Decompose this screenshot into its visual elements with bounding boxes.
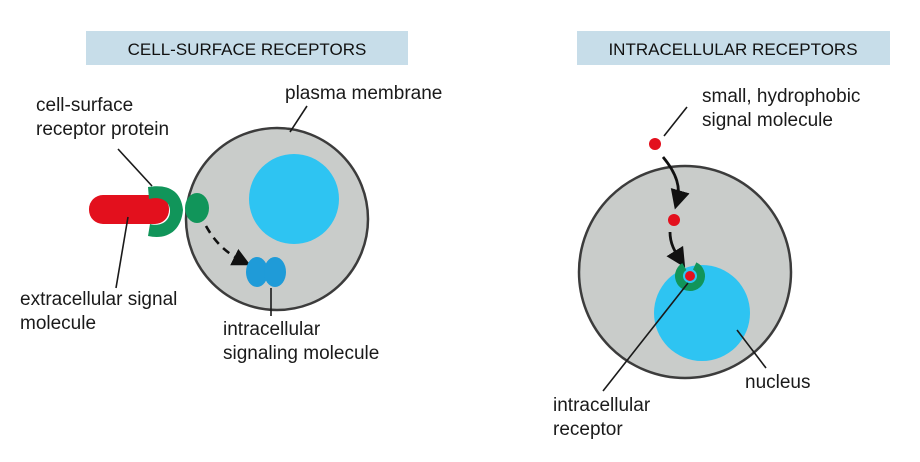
cell-surface-receptor-protein (148, 186, 183, 237)
left-signal-arrow (204, 225, 251, 266)
intracellular-receptor-label-line2: receptor (553, 419, 623, 440)
small-signal-label-line1: small, hydrophobic (702, 86, 860, 107)
right-header-box (577, 31, 890, 65)
small-signal-label-line2: signal molecule (702, 110, 833, 131)
receptor-label-line2: receptor protein (36, 119, 169, 140)
intracellular-receptor-label: intracellular receptor (553, 395, 655, 440)
receptor-label: cell-surface receptor protein (36, 95, 169, 140)
receptor-label-line (117, 148, 153, 187)
receptor-label-line1: cell-surface (36, 95, 133, 116)
left-header-title: CELL-SURFACE RECEPTORS (128, 40, 367, 59)
receptor-intracellular-domain (185, 193, 209, 223)
receptor-label-line-right (602, 282, 689, 392)
signal-label-line1: extracellular signal (20, 289, 177, 310)
intracellular-receptor-label-line1: intracellular (553, 395, 651, 416)
nuclear-arrow (666, 231, 686, 268)
right-panel: INTRACELLULAR RECEPTORS small, hydrophob… (553, 31, 890, 440)
membrane-label-line (289, 105, 308, 133)
signal-label: extracellular signal molecule (20, 289, 183, 334)
nucleus-label-line (736, 329, 767, 369)
small-signal-label-line (663, 106, 688, 137)
signal-label-line (115, 216, 129, 289)
small-signal-label: small, hydrophobic signal molecule (702, 86, 866, 131)
extracellular-signal-molecule (89, 195, 169, 224)
right-nucleus (654, 265, 750, 361)
nucleus-label: nucleus (745, 372, 811, 393)
signal-molecule-outside (649, 138, 661, 150)
left-nucleus (249, 154, 339, 244)
right-header-title: INTRACELLULAR RECEPTORS (608, 40, 857, 59)
left-header-box (86, 31, 408, 65)
intra-signaling-label: intracellular signaling molecule (223, 319, 379, 364)
left-panel: CELL-SURFACE RECEPTORS cell-surface rece… (20, 31, 442, 364)
entry-arrow (661, 156, 690, 210)
intra-signaling-label-line1: intracellular (223, 319, 321, 340)
intra-signaling-label-line2: signaling molecule (223, 343, 379, 364)
membrane-label: plasma membrane (285, 83, 442, 104)
signal-label-line2: molecule (20, 313, 96, 334)
signal-molecule-cytoplasm (668, 214, 680, 226)
intracellular-signaling-molecule (246, 257, 286, 287)
